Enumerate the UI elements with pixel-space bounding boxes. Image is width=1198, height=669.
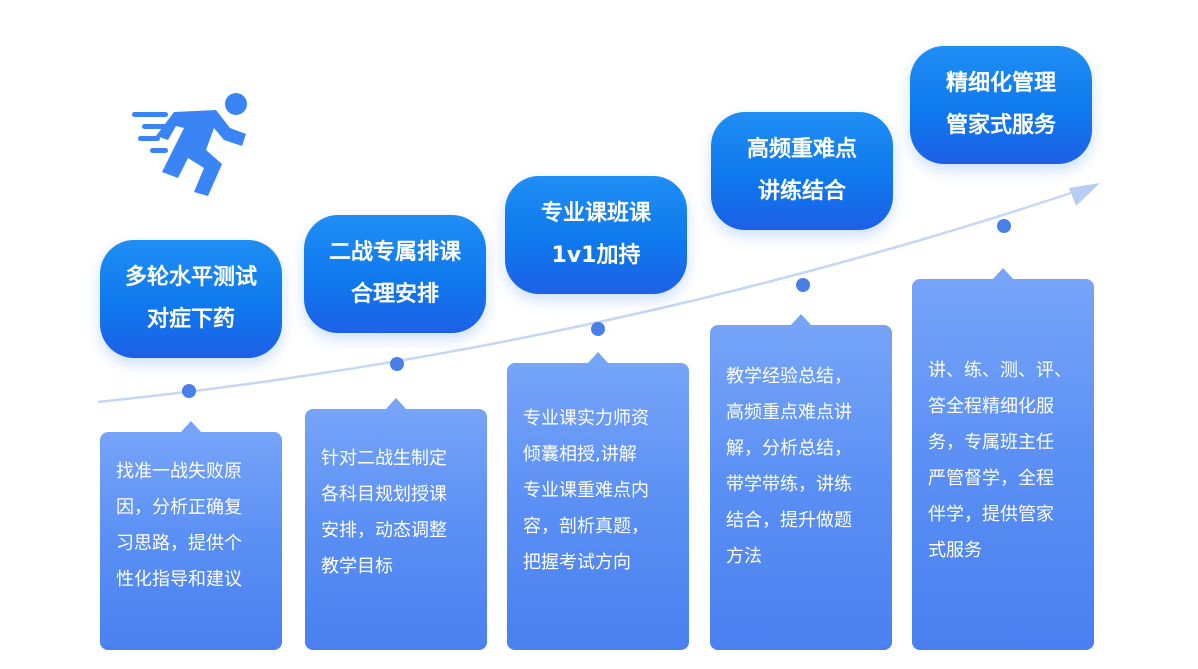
step-1-detail-line-1: 找准一战失败原 [116,461,242,482]
step-1-detail-line-4: 性化指导和建议 [116,569,242,590]
step-3-detail-line-1: 专业课实力师资 [523,408,649,429]
step-3-detail-line-4: 容，剖析真题， [523,516,649,537]
step-5-detail-card: 讲、练、测、评、 答全程精细化服 务，专属班主任 严管督学，全程 伴学，提供管家… [912,268,1094,650]
step-4-detail-line-4: 带学带练，讲练 [726,474,852,495]
step-5-detail-line-5: 伴学，提供管家 [928,504,1054,525]
step-4-title-pill: 高频重难点 讲练结合 [711,112,893,230]
step-1-detail-card: 找准一战失败原 因，分析正确复 习思路，提供个 性化指导和建议 [100,421,282,650]
step-1-title-pill: 多轮水平测试 对症下药 [100,240,282,358]
step-5-detail-line-3: 务，专属班主任 [928,432,1054,453]
step-2-detail-line-1: 针对二战生制定 [321,448,447,469]
step-2-detail-card: 针对二战生制定 各科目规划授课 安排，动态调整 教学目标 [305,398,487,650]
step-1-title-line-1: 多轮水平测试 [124,265,257,290]
step-3-title-pill: 专业课班课 1v1加持 [505,176,687,294]
step-3-title-line-1: 专业课班课 [540,201,651,226]
milestone-dot [997,219,1011,233]
step-4-title-line-1: 高频重难点 [746,137,857,162]
step-1-detail-line-2: 因，分析正确复 [116,497,242,518]
milestone-dot [796,278,810,292]
step-2-detail-line-4: 教学目标 [321,556,393,577]
step-5-detail-line-2: 答全程精细化服 [928,396,1054,417]
step-5-title-pill: 精细化管理 管家式服务 [910,46,1092,164]
step-2-title-line-2: 合理安排 [350,282,439,307]
milestone-dot [390,357,404,371]
step-3-detail-card: 专业课实力师资 倾囊相授,讲解 专业课重难点内 容，剖析真题， 把握考试方向 [507,352,689,650]
step-5-detail-line-4: 严管督学，全程 [928,468,1054,489]
step-4-detail-line-2: 高频重点难点讲 [726,402,852,423]
running-person-icon [132,93,247,196]
milestone-dot [182,384,196,398]
milestone-dot [591,322,605,336]
step-2-detail-line-3: 安排，动态调整 [321,520,447,541]
step-3-detail-line-5: 把握考试方向 [523,552,631,573]
step-5-title-line-2: 管家式服务 [945,113,1056,138]
step-4-detail-line-1: 教学经验总结， [726,366,852,387]
trend-arrow-icon [1069,183,1100,206]
step-4-detail-line-6: 方法 [726,546,762,567]
step-2-title-line-1: 二战专属排课 [328,240,461,265]
step-5-title-line-1: 精细化管理 [945,71,1056,96]
step-5-detail-line-1: 讲、练、测、评、 [928,360,1072,381]
step-4-detail-card: 教学经验总结， 高频重点难点讲 解，分析总结， 带学带练，讲练 结合，提升做题 … [710,314,892,650]
step-3-detail-line-2: 倾囊相授,讲解 [523,444,637,465]
step-1-title-line-2: 对症下药 [146,307,235,332]
step-1-detail-line-3: 习思路，提供个 [116,533,242,554]
step-3-detail-line-3: 专业课重难点内 [523,480,649,501]
step-5-detail-line-6: 式服务 [928,540,982,561]
step-4-title-line-2: 讲练结合 [757,179,846,204]
step-2-title-pill: 二战专属排课 合理安排 [304,215,486,333]
step-2-detail-line-2: 各科目规划授课 [321,484,447,505]
step-3-title-line-2: 1v1加持 [551,243,641,268]
step-4-detail-line-5: 结合，提升做题 [726,510,852,531]
step-4-detail-line-3: 解，分析总结， [726,438,852,459]
